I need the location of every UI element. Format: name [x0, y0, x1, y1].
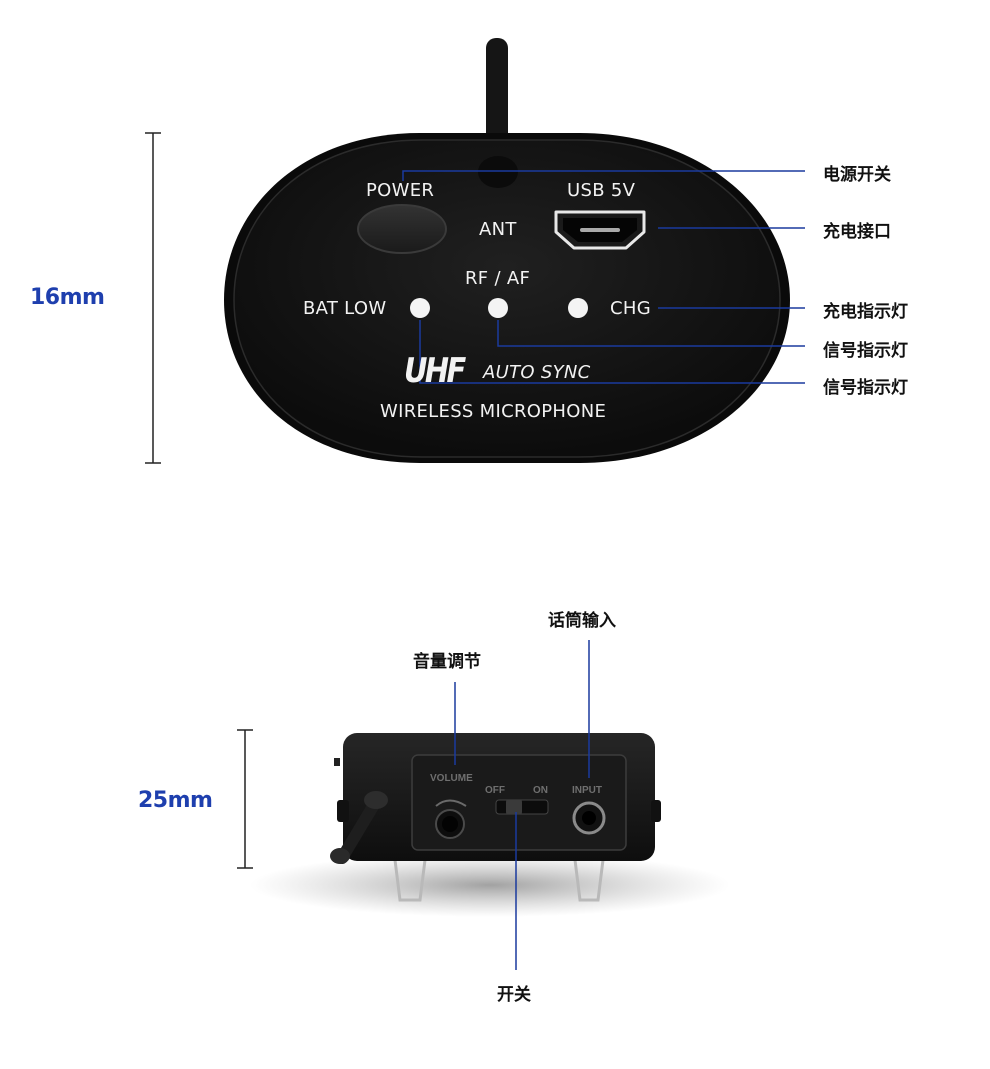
- input-label: INPUT: [572, 785, 602, 796]
- belt-clip: [393, 859, 605, 902]
- dimension-bracket-25mm: [237, 729, 253, 869]
- device-shadow: [250, 853, 730, 917]
- leader-lines-top: [402, 170, 805, 384]
- dimension-label-16mm: 16mm: [30, 285, 105, 310]
- side-antenna-icon: [330, 791, 388, 864]
- power-label: POWER: [366, 180, 435, 201]
- bat-low-led-icon: [410, 298, 430, 318]
- callout-signal-indicator-2: 信号指示灯: [823, 378, 908, 398]
- mic-input-jack[interactable]: [572, 801, 606, 835]
- callout-mic-input: 话筒输入: [548, 611, 616, 631]
- ant-label: ANT: [479, 219, 517, 240]
- power-slide-switch[interactable]: [495, 799, 549, 815]
- on-label: ON: [533, 785, 548, 796]
- rf-af-led-icon: [488, 298, 508, 318]
- callout-volume-adjust: 音量调节: [413, 652, 481, 672]
- bat-low-label: BAT LOW: [303, 298, 387, 319]
- auto-sync-label: AUTO SYNC: [483, 362, 591, 383]
- dimension-bracket-16mm: [145, 132, 161, 464]
- callout-signal-indicator-1: 信号指示灯: [823, 341, 908, 361]
- volume-knob[interactable]: [435, 809, 465, 839]
- power-button[interactable]: [357, 204, 447, 254]
- usb-port-icon[interactable]: [554, 210, 646, 250]
- uhf-logo: UHF: [404, 351, 466, 391]
- leader-lines-bottom: [454, 640, 590, 970]
- callout-charge-port: 充电接口: [823, 222, 891, 242]
- volume-arc-icon: [435, 799, 467, 807]
- callout-power-switch: 电源开关: [823, 165, 891, 185]
- usb-label: USB 5V: [567, 180, 636, 201]
- chg-label: CHG: [610, 298, 651, 319]
- dimension-label-25mm: 25mm: [138, 788, 213, 813]
- callout-charge-indicator: 充电指示灯: [823, 302, 908, 322]
- product-label: WIRELESS MICROPHONE: [380, 401, 607, 422]
- chg-led-icon: [568, 298, 588, 318]
- callout-switch: 开关: [497, 985, 531, 1005]
- volume-label: VOLUME: [430, 773, 473, 784]
- off-label: OFF: [485, 785, 505, 796]
- antenna-base: [478, 156, 518, 188]
- rf-af-label: RF / AF: [465, 268, 531, 289]
